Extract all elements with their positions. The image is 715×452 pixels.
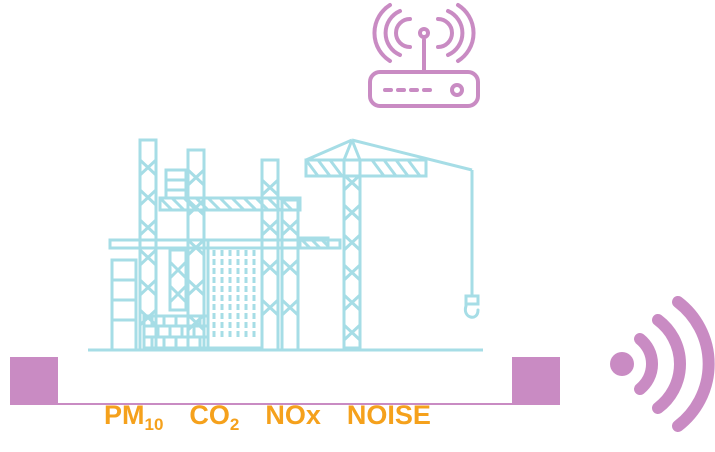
nox-label: NOx: [265, 400, 321, 430]
noise-label: NOISE: [346, 400, 431, 430]
tower-crane-icon: [304, 138, 480, 350]
pm10-label: PM10: [104, 400, 164, 434]
construction-building-icon: [108, 138, 342, 352]
wireless-signal-icon: [610, 296, 715, 432]
co2-label: CO2: [189, 400, 240, 434]
left-sensor-box: [10, 357, 58, 405]
right-sensor-box: [512, 357, 560, 405]
pollutant-labels: PM10 CO2 NOx NOISE: [104, 402, 431, 446]
wifi-router-icon: [368, 3, 480, 108]
